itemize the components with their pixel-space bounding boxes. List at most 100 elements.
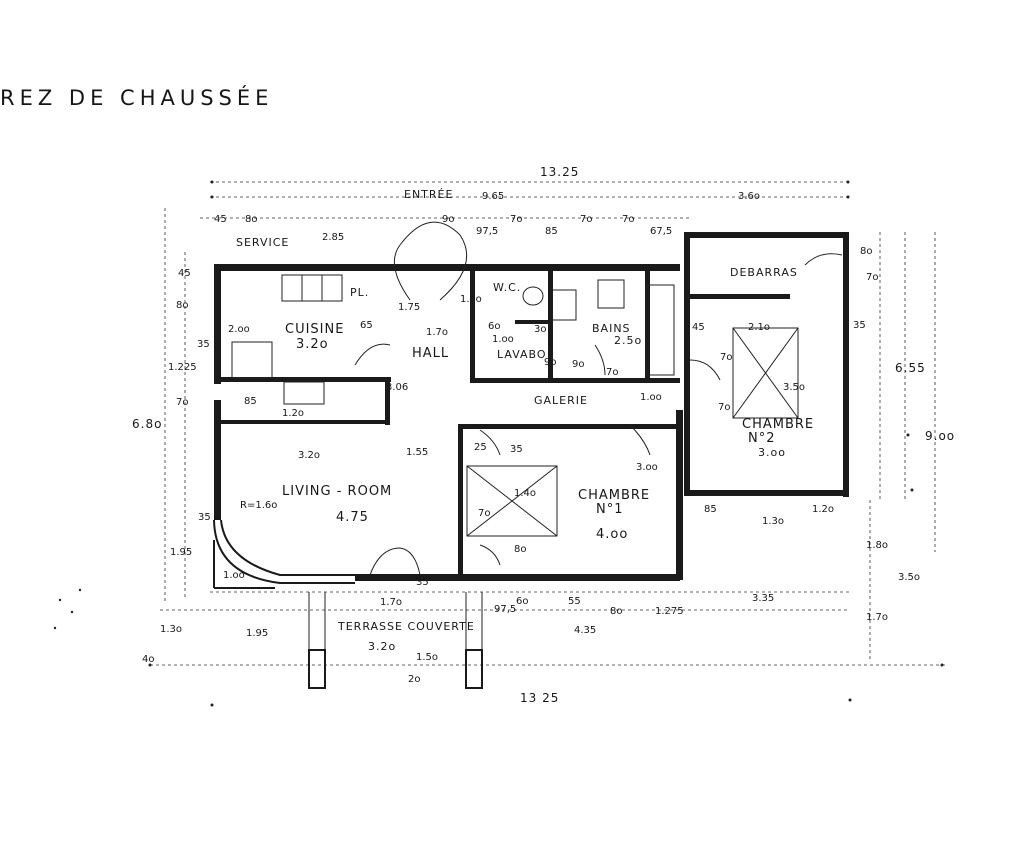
interior-walls xyxy=(221,271,790,576)
plan-title: REZ DE CHAUSSÉE xyxy=(0,86,274,110)
dim-335: 3.35 xyxy=(752,593,774,604)
fixtures xyxy=(231,221,799,537)
label-pl: PL. xyxy=(350,286,369,299)
dim-120b: 1.2o xyxy=(812,504,834,515)
dim-85: 85 xyxy=(545,226,558,237)
dimension-dots xyxy=(53,180,944,707)
dim-65: 65 xyxy=(360,320,373,331)
label-chambre1-dim: 4.oo xyxy=(596,527,628,542)
label-living-dim: 4.75 xyxy=(336,510,369,525)
dim-45-ch2: 45 xyxy=(692,322,705,333)
dim-80-ch1: 8o xyxy=(514,544,526,555)
dim-975b: 97,5 xyxy=(494,604,516,615)
dim-195: 1.95 xyxy=(170,547,192,558)
dim-35-right: 35 xyxy=(853,320,866,331)
exterior-walls xyxy=(213,232,849,589)
label-terrasse-dim: 3.2o xyxy=(368,640,396,653)
dim-35-left: 35 xyxy=(197,339,210,350)
dim-680: 6.8o xyxy=(132,417,162,431)
dim-60: 6o xyxy=(488,321,500,332)
dim-100-gal: 1.oo xyxy=(640,392,662,403)
dim-150: 1.5o xyxy=(416,652,438,663)
dim-70b-ch2: 7o xyxy=(718,402,730,413)
dimension-labels: 13.25 13 25 9.65 3.6o 45 8o 2.85 9o 97,5… xyxy=(132,165,955,705)
dim-130-left: 1.3o xyxy=(160,624,182,635)
dim-100b: 1.oo xyxy=(492,334,514,345)
dim-200: 2.oo xyxy=(228,324,250,335)
doors xyxy=(354,253,843,576)
dim-300-ch1: 3.oo xyxy=(636,462,658,473)
dim-35-ch1: 35 xyxy=(510,444,523,455)
dim-70b: 7o xyxy=(580,214,592,225)
dim-90b: 9o xyxy=(544,357,556,368)
label-chambre2-no: N°2 xyxy=(748,431,776,446)
label-service: SERVICE xyxy=(236,236,289,249)
dim-1225: 1.225 xyxy=(168,362,197,373)
dim-20: 2o xyxy=(408,674,420,685)
dim-85b: 85 xyxy=(244,396,257,407)
label-bains: BAINS xyxy=(592,322,631,335)
label-hall: HALL xyxy=(412,346,449,361)
dim-overall-bottom: 13 25 xyxy=(520,691,559,705)
dim-70-ch1: 7o xyxy=(478,508,490,519)
dim-655: 6.55 xyxy=(895,361,926,375)
label-cuisine-dim: 3.2o xyxy=(296,337,329,352)
dim-55: 55 xyxy=(568,596,581,607)
label-chambre1-no: N°1 xyxy=(596,502,624,517)
dim-100-bay: 1.oo xyxy=(223,570,245,581)
dim-70-left: 7o xyxy=(176,397,188,408)
dim-60b: 6o xyxy=(516,596,528,607)
dim-360: 3.6o xyxy=(738,191,760,202)
label-bains-dim: 2.5o xyxy=(614,334,642,347)
terrace-posts xyxy=(308,592,483,689)
dim-900: 9.oo xyxy=(925,429,955,443)
label-chambre2: CHAMBRE xyxy=(742,417,814,432)
dim-40: 4o xyxy=(142,654,154,665)
label-galerie: GALERIE xyxy=(534,394,588,407)
dim-320: 3.2o xyxy=(298,450,320,461)
dim-80: 8o xyxy=(245,214,257,225)
dim-155: 1.55 xyxy=(406,447,428,458)
dim-1275: 1.275 xyxy=(655,606,684,617)
dim-35-bottom: 35 xyxy=(416,577,429,588)
dim-90: 9o xyxy=(442,214,454,225)
dim-120: 1.2o xyxy=(282,408,304,419)
dim-70-right: 7o xyxy=(866,272,878,283)
label-chambre1: CHAMBRE xyxy=(578,488,650,503)
label-lavabo: LAVABO xyxy=(497,348,547,361)
dim-overall-top: 13.25 xyxy=(540,165,579,179)
label-chambre2-dim: 3.oo xyxy=(758,446,786,459)
dim-30: 3o xyxy=(534,324,546,335)
dim-45-left: 45 xyxy=(178,268,191,279)
dim-70d: 7o xyxy=(606,367,618,378)
dim-306: 3.06 xyxy=(386,382,408,393)
dim-210: 2.1o xyxy=(748,322,770,333)
label-entree: ENTRÉE xyxy=(404,188,453,201)
dim-130b: 1.3o xyxy=(762,516,784,527)
dim-170b: 1.7o xyxy=(380,597,402,608)
dim-675: 67,5 xyxy=(650,226,672,237)
dim-70c: 7o xyxy=(622,214,634,225)
label-terrasse: TERRASSE COUVERTE xyxy=(337,620,475,633)
dim-140: 1.4o xyxy=(514,488,536,499)
dim-85c: 85 xyxy=(704,504,717,515)
dim-435: 4.35 xyxy=(574,625,596,636)
dim-r: R=1.6o xyxy=(240,500,277,511)
dim-45: 45 xyxy=(214,214,227,225)
dim-175: 1.75 xyxy=(398,302,420,313)
dim-975: 97,5 xyxy=(476,226,498,237)
dim-285: 2.85 xyxy=(322,232,344,243)
label-debarras: DEBARRAS xyxy=(730,266,798,279)
dim-195b: 1.95 xyxy=(246,628,268,639)
dimension-lines xyxy=(150,181,945,666)
dim-80b: 8o xyxy=(610,606,622,617)
dim-180: 1.8o xyxy=(866,540,888,551)
label-cuisine: CUISINE xyxy=(285,322,344,337)
dim-35-living: 35 xyxy=(198,512,211,523)
dim-80-right: 8o xyxy=(860,246,872,257)
dim-90c: 9o xyxy=(572,359,584,370)
dim-25: 25 xyxy=(474,442,487,453)
dim-80-left: 8o xyxy=(176,300,188,311)
dim-170: 1.7o xyxy=(426,327,448,338)
